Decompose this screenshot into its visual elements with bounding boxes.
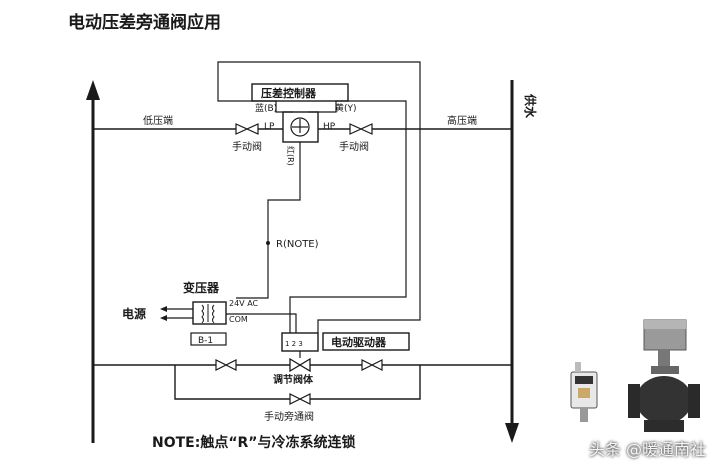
power-label: 电源 <box>122 306 146 321</box>
yellow-wire <box>289 100 407 333</box>
transformer-tag: B-1 <box>198 336 213 346</box>
actuator-label-box <box>322 332 410 351</box>
supply-water-label: 供水 <box>523 93 538 119</box>
lower-right-valve-icon <box>361 359 383 371</box>
controller-switch-icon <box>290 117 310 137</box>
valve-body-label: 调节阀体 <box>273 373 314 386</box>
red-wire-label: 红(R) <box>286 146 296 166</box>
right-manual-valve-icon <box>349 123 373 135</box>
bypass-valve-icon <box>289 393 311 405</box>
pressure-switch-photo <box>570 362 598 422</box>
motorized-valve-photo <box>628 319 700 432</box>
red-wire <box>236 142 301 299</box>
bypass-valve-label: 手动旁通阀 <box>264 410 314 423</box>
lower-left-valve-icon <box>215 359 237 371</box>
right-pipe-arrow-down-icon <box>505 423 519 443</box>
r-contact-dot <box>266 241 270 245</box>
com-label: COM <box>229 315 248 324</box>
left-pipe-arrow-up-icon <box>86 80 100 100</box>
transformer-label: 变压器 <box>183 280 220 295</box>
left-manual-valve-icon <box>235 123 259 135</box>
blue-wire <box>217 61 421 333</box>
yellow-wire-label: 黄(Y) <box>335 102 357 114</box>
lp-label: LP <box>264 122 275 132</box>
control-valve-body-icon <box>289 357 311 373</box>
blue-wire-label: 蓝(B) <box>255 102 277 114</box>
interlock-note: NOTE:触点“R”与冷冻系统连锁 <box>152 434 356 451</box>
r-note-label: R(NOTE) <box>276 239 319 250</box>
actuator-label: 电动驱动器 <box>331 335 387 349</box>
transformer-coil-icon <box>201 304 215 324</box>
right-valve-label: 手动阀 <box>339 140 369 153</box>
controller-label-box <box>251 83 349 102</box>
actuator-terminal-text: 1 2 3 <box>285 340 303 348</box>
power-arrow-2-icon <box>160 315 167 321</box>
bypass-pipe-left <box>174 365 290 400</box>
source-watermark: 头条 @暖通南社 <box>588 440 706 459</box>
left-valve-label: 手动阀 <box>232 140 262 153</box>
high-pressure-label: 高压端 <box>447 114 477 127</box>
bypass-pipe-right <box>310 365 421 400</box>
low-pressure-label: 低压端 <box>143 114 173 127</box>
transformer-tag-box <box>190 332 227 346</box>
power-arrow-1-icon <box>160 306 167 312</box>
com-wire <box>226 313 297 333</box>
controller-label: 压差控制器 <box>261 86 317 100</box>
v24-label: 24V AC <box>229 299 259 308</box>
hp-label: HP <box>323 122 336 132</box>
transformer-body <box>192 301 227 325</box>
diagram-title: 电动压差旁通阀应用 <box>68 12 221 33</box>
